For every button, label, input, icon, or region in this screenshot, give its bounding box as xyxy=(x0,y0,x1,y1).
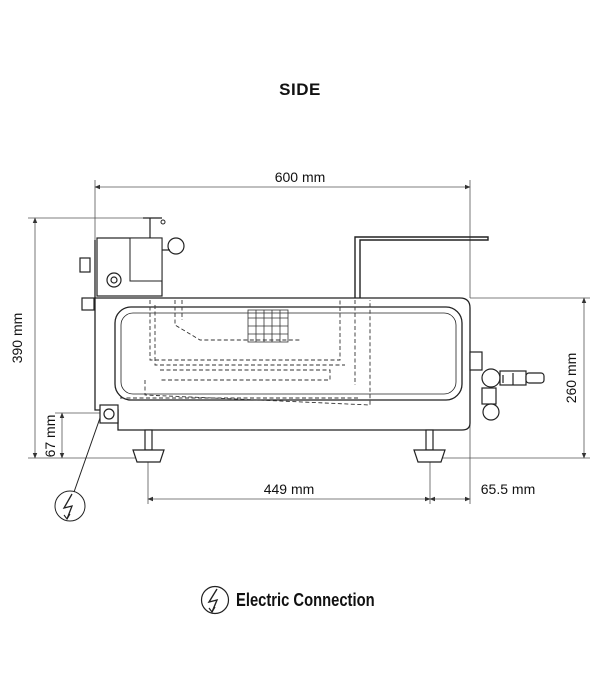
legend-label: Electric Connection xyxy=(236,589,375,610)
dimension-height-foot xyxy=(55,412,100,459)
dim-label-67: 67 mm xyxy=(42,415,58,458)
machine-body xyxy=(94,240,471,431)
dim-label-390: 390 mm xyxy=(9,313,25,364)
dim-label-260: 260 mm xyxy=(563,353,579,404)
legend: Electric Connection xyxy=(200,582,405,618)
dim-label-449: 449 mm xyxy=(264,481,315,497)
electric-connection-callout xyxy=(54,417,101,522)
dimension-height-right xyxy=(440,297,590,459)
gas-fitting xyxy=(469,351,545,421)
dimension-foot-spacing xyxy=(147,420,471,504)
foot-right xyxy=(413,429,446,463)
view-title: SIDE xyxy=(279,80,321,99)
dimension-height-total xyxy=(28,217,150,459)
foot-left xyxy=(132,429,165,463)
dimension-width-total xyxy=(94,180,471,298)
heating-element xyxy=(120,300,371,406)
dim-label-600: 600 mm xyxy=(275,169,326,185)
control-knob-icon xyxy=(160,219,166,225)
top-handle xyxy=(354,236,489,298)
grid-element xyxy=(247,309,289,343)
dim-label-65-5: 65.5 mm xyxy=(481,481,535,497)
electric-connection-icon xyxy=(200,585,230,615)
electric-inlet xyxy=(99,404,119,424)
control-box xyxy=(79,217,185,311)
